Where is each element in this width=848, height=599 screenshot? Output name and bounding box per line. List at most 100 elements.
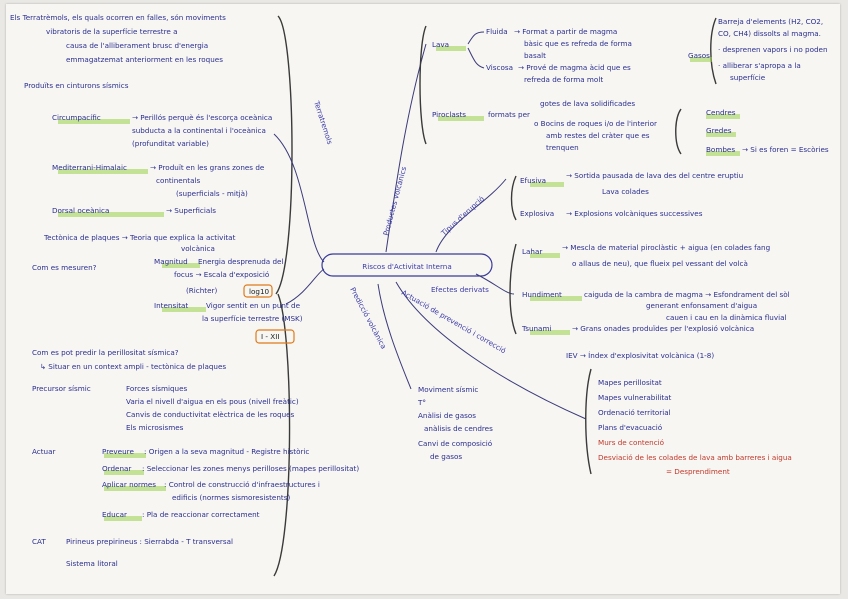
efusiva-text-2: Lava colades (602, 187, 649, 196)
left-top-brace (275, 15, 293, 295)
prediccio-5: Canvi de composició (418, 439, 492, 448)
zone-dorsal: Dorsal oceànica (52, 206, 109, 215)
actuar-preveure: Preveure (102, 447, 134, 456)
highlight-circumpacific (58, 119, 130, 124)
intro-line-2: vibratoris de la superfície terrestre a (46, 27, 178, 36)
actuar-aplicar-text-2: edificis (normes sismoresistents) (172, 493, 290, 502)
explosiva-label: Explosiva (520, 209, 554, 218)
gasos-brace (710, 17, 717, 85)
precursor-4: Els microsismes (126, 423, 184, 432)
connector-productes (385, 43, 427, 253)
efusiva-text-1: → Sortida pausada de lava des del centre… (566, 171, 743, 180)
efectes-brace (509, 243, 517, 335)
correccio-brace (585, 368, 592, 475)
piroclasts-text-4: amb restes del cràter que es (546, 131, 650, 140)
highlight-gredes (706, 132, 736, 137)
highlight-aplicar (104, 486, 166, 491)
branch-prediccio: Predicció volcànica (348, 286, 388, 351)
intro-line-3: causa de l'alliberament brusc d'energia (66, 41, 208, 50)
gasos-text-1: Barreja d'elements (H2, CO2, (718, 17, 823, 26)
viscosa-label: Viscosa (486, 63, 513, 72)
zones-title: Produïts en cinturons sísmics (24, 81, 129, 90)
correccio-5: Murs de contenció (598, 438, 664, 447)
predir-line-1: Com es pot predir la perillositat sísmic… (32, 348, 179, 357)
actuar-ordenar: Ordenar (102, 464, 131, 473)
efusiva-label: Efusiva (520, 176, 546, 185)
actuar-aplicar: Aplicar normes (102, 480, 156, 489)
mesurar-intensitat-line-2: la superfície terrestre (MSK) (202, 314, 303, 323)
actuar-title: Actuar (32, 447, 56, 456)
xii-badge: I - XII (261, 332, 279, 341)
bombes-label: Bombes (706, 145, 735, 154)
explosiva-text: → Explosions volcàniques successives (566, 209, 703, 218)
connector-terratremols (273, 133, 325, 263)
mesurar-magnitud-line-2: focus → Escala d'exposició (174, 270, 269, 279)
piroclasts-text-2: gotes de lava solidificades (540, 99, 635, 108)
xii-badge-border (255, 329, 295, 344)
branch-efectes: Efectes derivats (431, 285, 489, 294)
cat-title: CAT (32, 537, 46, 546)
viscosa-text-1: → Prové de magma àcid que es (518, 63, 631, 72)
zone-mediterrani-line-1: → Produït en les grans zones de (150, 163, 265, 172)
highlight-tsunami (530, 330, 570, 335)
mesurar-intensitat-line-1: Vigor sentit en un punt de (206, 301, 301, 310)
branch-productes: Productes volcànics (381, 165, 408, 236)
actuar-educar-text: : Pla de reaccionar correctament (142, 510, 260, 519)
actuar-preveure-text: : Origen a la seva magnitud - Registre h… (144, 447, 309, 456)
correccio-1: Mapes perillositat (598, 378, 662, 387)
zone-circumpacific-line-1: → Perillós perquè és l'escorça oceànica (132, 113, 272, 122)
gasos-label: Gasos (688, 51, 710, 60)
hundiment-label: Hundiment (522, 290, 562, 299)
zone-mediterrani-line-2: continentals (156, 176, 200, 185)
log-badge: log10 (249, 287, 270, 296)
prediccio-2: T° (417, 398, 426, 407)
cendres-label: Cendres (706, 108, 736, 117)
correccio-2: Mapes vulnerabilitat (598, 393, 672, 402)
connector-fluida (467, 31, 485, 45)
hundiment-text-3: cauen i cau en la dinàmica fluvial (666, 313, 787, 322)
highlight-lava (436, 46, 466, 51)
hundiment-text-1: caiguda de la cambra de magma → Esfondra… (584, 290, 790, 299)
mesurar-magnitud-line-3: (Richter) (186, 286, 217, 295)
highlight-intensitat (162, 307, 206, 312)
fluida-text-2: bàsic que es refreda de forma (524, 39, 632, 48)
highlight-bombes (706, 151, 740, 156)
highlight-ordenar (104, 470, 144, 475)
mesurar-magnitud: Magnitud (154, 257, 188, 266)
piroclasts-text-3: o Bocins de roques i/o de l'interior (534, 119, 657, 128)
highlight-mediterrani (58, 169, 148, 174)
lahar-text-2: o allaus de neu), que flueix pel vessant… (572, 259, 748, 268)
lava-label: Lava (432, 40, 449, 49)
hundiment-text-2: generant enfonsament d'aigua (646, 301, 757, 310)
correccio-7: = Desprendiment (666, 467, 730, 476)
connector-left-lower (285, 268, 325, 305)
gasos-text-3: · desprenen vapors i no poden (718, 45, 828, 54)
correccio-6: Desviació de les colades de lava amb bar… (598, 453, 792, 462)
zone-dorsal-line-1: → Superficials (166, 206, 216, 215)
gasos-text-5: superfície (730, 73, 766, 82)
highlight-efusiva (530, 182, 564, 187)
mesurar-magnitud-line-1: Energia desprenuda del (198, 257, 283, 266)
iev-text: IEV → Índex d'explosivitat volcànica (1-… (566, 351, 714, 360)
left-bottom-brace (273, 293, 291, 577)
fluida-text-3: basalt (524, 51, 546, 60)
gasos-text-4: · alliberar s'apropa a la (718, 61, 801, 70)
highlight-gasos (690, 57, 712, 62)
tectonica-line-1: Tectònica de plaques → Teoria que explic… (43, 233, 236, 242)
prediccio-3: Anàlisi de gasos (418, 411, 476, 420)
actuar-ordenar-text: : Seleccionar les zones menys perilloses… (142, 464, 359, 473)
connector-actuacio (395, 281, 587, 420)
highlight-cendres (706, 114, 740, 119)
prediccio-6: de gasos (430, 452, 462, 461)
intro-line-4: emmagatzemat anteriorment en les roques (66, 55, 223, 64)
correccio-3: Ordenació territorial (598, 408, 671, 417)
connector-prediccio (377, 283, 412, 390)
actuar-educar: Educar (102, 510, 127, 519)
gredes-label: Gredes (706, 126, 732, 135)
zone-mediterrani: Mediterrani-Himalaic (52, 163, 127, 172)
tsunami-label: Tsunami (521, 324, 551, 333)
highlight-piroclasts (438, 116, 484, 121)
fluida-label: Fluida (486, 27, 508, 36)
mesurar-intensitat: Intensitat (154, 301, 188, 310)
connector-viscosa (467, 47, 485, 69)
